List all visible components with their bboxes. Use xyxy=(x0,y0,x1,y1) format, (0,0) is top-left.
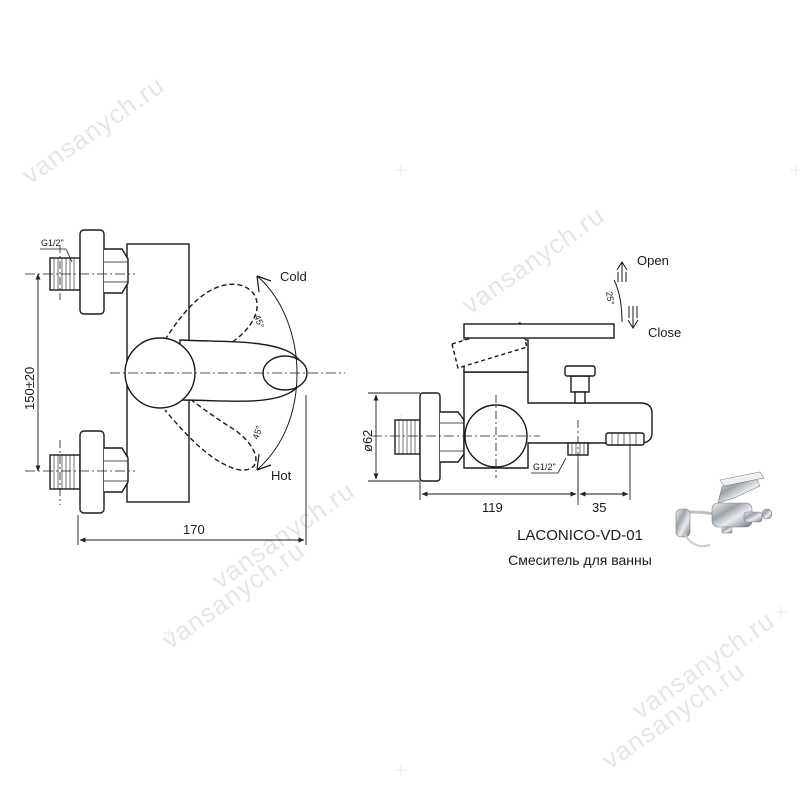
cold-label: Cold xyxy=(280,269,307,284)
product-photo xyxy=(675,471,773,548)
lever-angle-label: 25° xyxy=(604,291,616,307)
front-view xyxy=(25,229,345,514)
open-close-arrows xyxy=(616,261,639,329)
width-dimension-label: 170 xyxy=(183,522,205,537)
watermark-text: vansanych.ru xyxy=(16,70,170,190)
spout-dimension-label: 35 xyxy=(592,500,606,515)
depth-dimension-label: 119 xyxy=(482,500,503,515)
thread-label-front: G1/2" xyxy=(41,238,64,248)
diameter-dimension xyxy=(368,392,420,482)
thread-callout-side xyxy=(531,457,567,474)
height-dimension-label: 150±20 xyxy=(22,367,37,410)
diameter-dimension-label: ø62 xyxy=(360,430,375,452)
hot-angle-label: 45° xyxy=(250,424,264,441)
product-description: Смеситель для ванны xyxy=(508,552,652,568)
side-view xyxy=(372,279,653,505)
depth-dimension xyxy=(419,445,631,500)
model-name: LACONICO-VD-01 xyxy=(517,527,643,544)
close-label: Close xyxy=(648,325,681,340)
open-label: Open xyxy=(637,253,669,268)
hot-label: Hot xyxy=(271,468,292,483)
cold-angle-label: 45° xyxy=(252,313,266,330)
thread-label-side: G1/2" xyxy=(533,462,556,472)
watermark-text: vansanych.ru xyxy=(456,200,610,320)
width-dimension xyxy=(77,395,307,545)
thread-callout-front xyxy=(40,248,73,263)
